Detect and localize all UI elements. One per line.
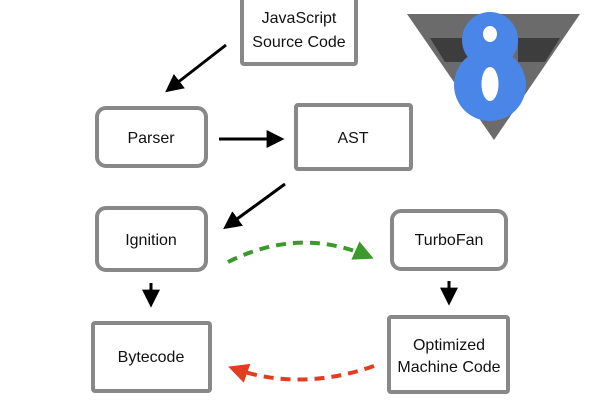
v8-logo-left-shade bbox=[430, 38, 470, 62]
node-optimized-line-2: Machine Code bbox=[397, 359, 500, 376]
node-ignition: Ignition bbox=[95, 206, 208, 272]
node-js-source-line-1: JavaScript bbox=[262, 10, 337, 27]
v8-logo-icon bbox=[407, 12, 580, 140]
node-js-source-line-2: Source Code bbox=[252, 34, 345, 51]
node-ast-label: AST bbox=[337, 130, 368, 147]
v8-logo-right-shade bbox=[518, 38, 560, 62]
node-turbofan-label: TurboFan bbox=[415, 232, 484, 249]
edge-optimized-to-bytecode-dashed bbox=[228, 363, 375, 383]
v8-logo-upper-hole bbox=[483, 26, 497, 42]
edge-js-source-to-parser bbox=[165, 43, 227, 93]
node-parser: Parser bbox=[95, 106, 208, 168]
node-js-source: JavaScript Source Code bbox=[240, 0, 358, 66]
node-bytecode-label: Bytecode bbox=[118, 349, 185, 366]
node-bytecode: Bytecode bbox=[91, 321, 212, 393]
node-optimized-line-1: Optimized bbox=[413, 337, 485, 354]
node-optimized-machine-code: Optimized Machine Code bbox=[387, 315, 510, 394]
node-parser-label: Parser bbox=[127, 130, 175, 147]
v8-logo-lower-hole bbox=[481, 67, 499, 101]
node-turbofan: TurboFan bbox=[390, 209, 508, 271]
node-ast: AST bbox=[294, 103, 413, 171]
edge-ast-to-ignition bbox=[223, 182, 286, 230]
edge-ignition-to-turbofan-dashed bbox=[227, 240, 374, 264]
node-ignition-label: Ignition bbox=[125, 232, 177, 249]
